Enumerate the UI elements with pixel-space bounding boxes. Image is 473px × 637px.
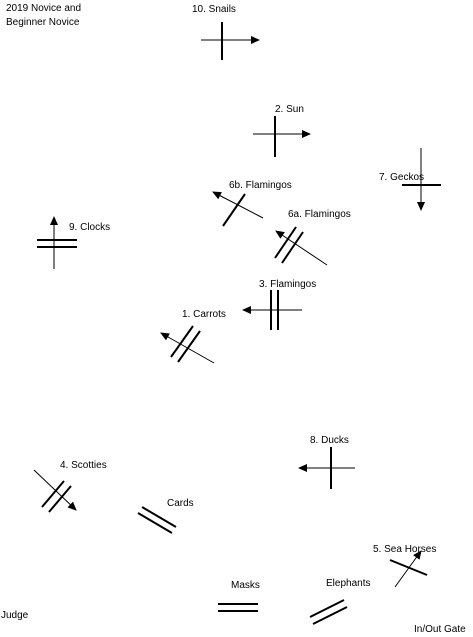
- station-carrots-label: 1. Carrots: [182, 309, 226, 320]
- station-clocks-label: 9. Clocks: [69, 222, 110, 233]
- station-masks-marker: [218, 603, 258, 612]
- station-snails-marker: [201, 22, 260, 60]
- gate-label: In/Out Gate: [414, 624, 466, 635]
- station-sea-horses-label: 5. Sea Horses: [373, 544, 436, 555]
- station-flamingos-6b-label: 6b. Flamingos: [229, 180, 292, 191]
- station-ducks-marker: [298, 447, 355, 489]
- station-flamingos-3-label: 3. Flamingos: [259, 279, 316, 290]
- station-sun-marker: [253, 116, 311, 157]
- station-flamingos-6a-marker: [274, 226, 328, 266]
- station-geckos-label: 7. Geckos: [379, 172, 424, 183]
- station-scotties-label: 4. Scotties: [60, 460, 107, 471]
- course-title-line2: Beginner Novice: [6, 17, 80, 28]
- station-elephants-label: Elephants: [326, 578, 370, 589]
- station-cards-label: Cards: [167, 498, 194, 509]
- course-title-line1: 2019 Novice and: [6, 3, 81, 14]
- station-flamingos-6a-label: 6a. Flamingos: [288, 209, 351, 220]
- judge-label: Judge: [1, 610, 29, 621]
- station-ducks-label: 8. Ducks: [310, 435, 349, 446]
- station-flamingos-3-marker: [242, 290, 302, 330]
- station-carrots-marker: [160, 325, 215, 364]
- station-sun-label: 2. Sun: [275, 104, 304, 115]
- station-sea-horses-marker: [389, 550, 428, 588]
- station-masks-label: Masks: [231, 580, 260, 591]
- station-clocks-marker: [37, 216, 77, 269]
- station-cards-marker: [137, 506, 177, 534]
- station-elephants-marker: [309, 599, 348, 625]
- station-geckos-marker: [402, 148, 441, 211]
- station-flamingos-6b-marker: [212, 191, 264, 227]
- station-snails-label: 10. Snails: [192, 4, 236, 15]
- station-scotties-marker: [33, 469, 77, 513]
